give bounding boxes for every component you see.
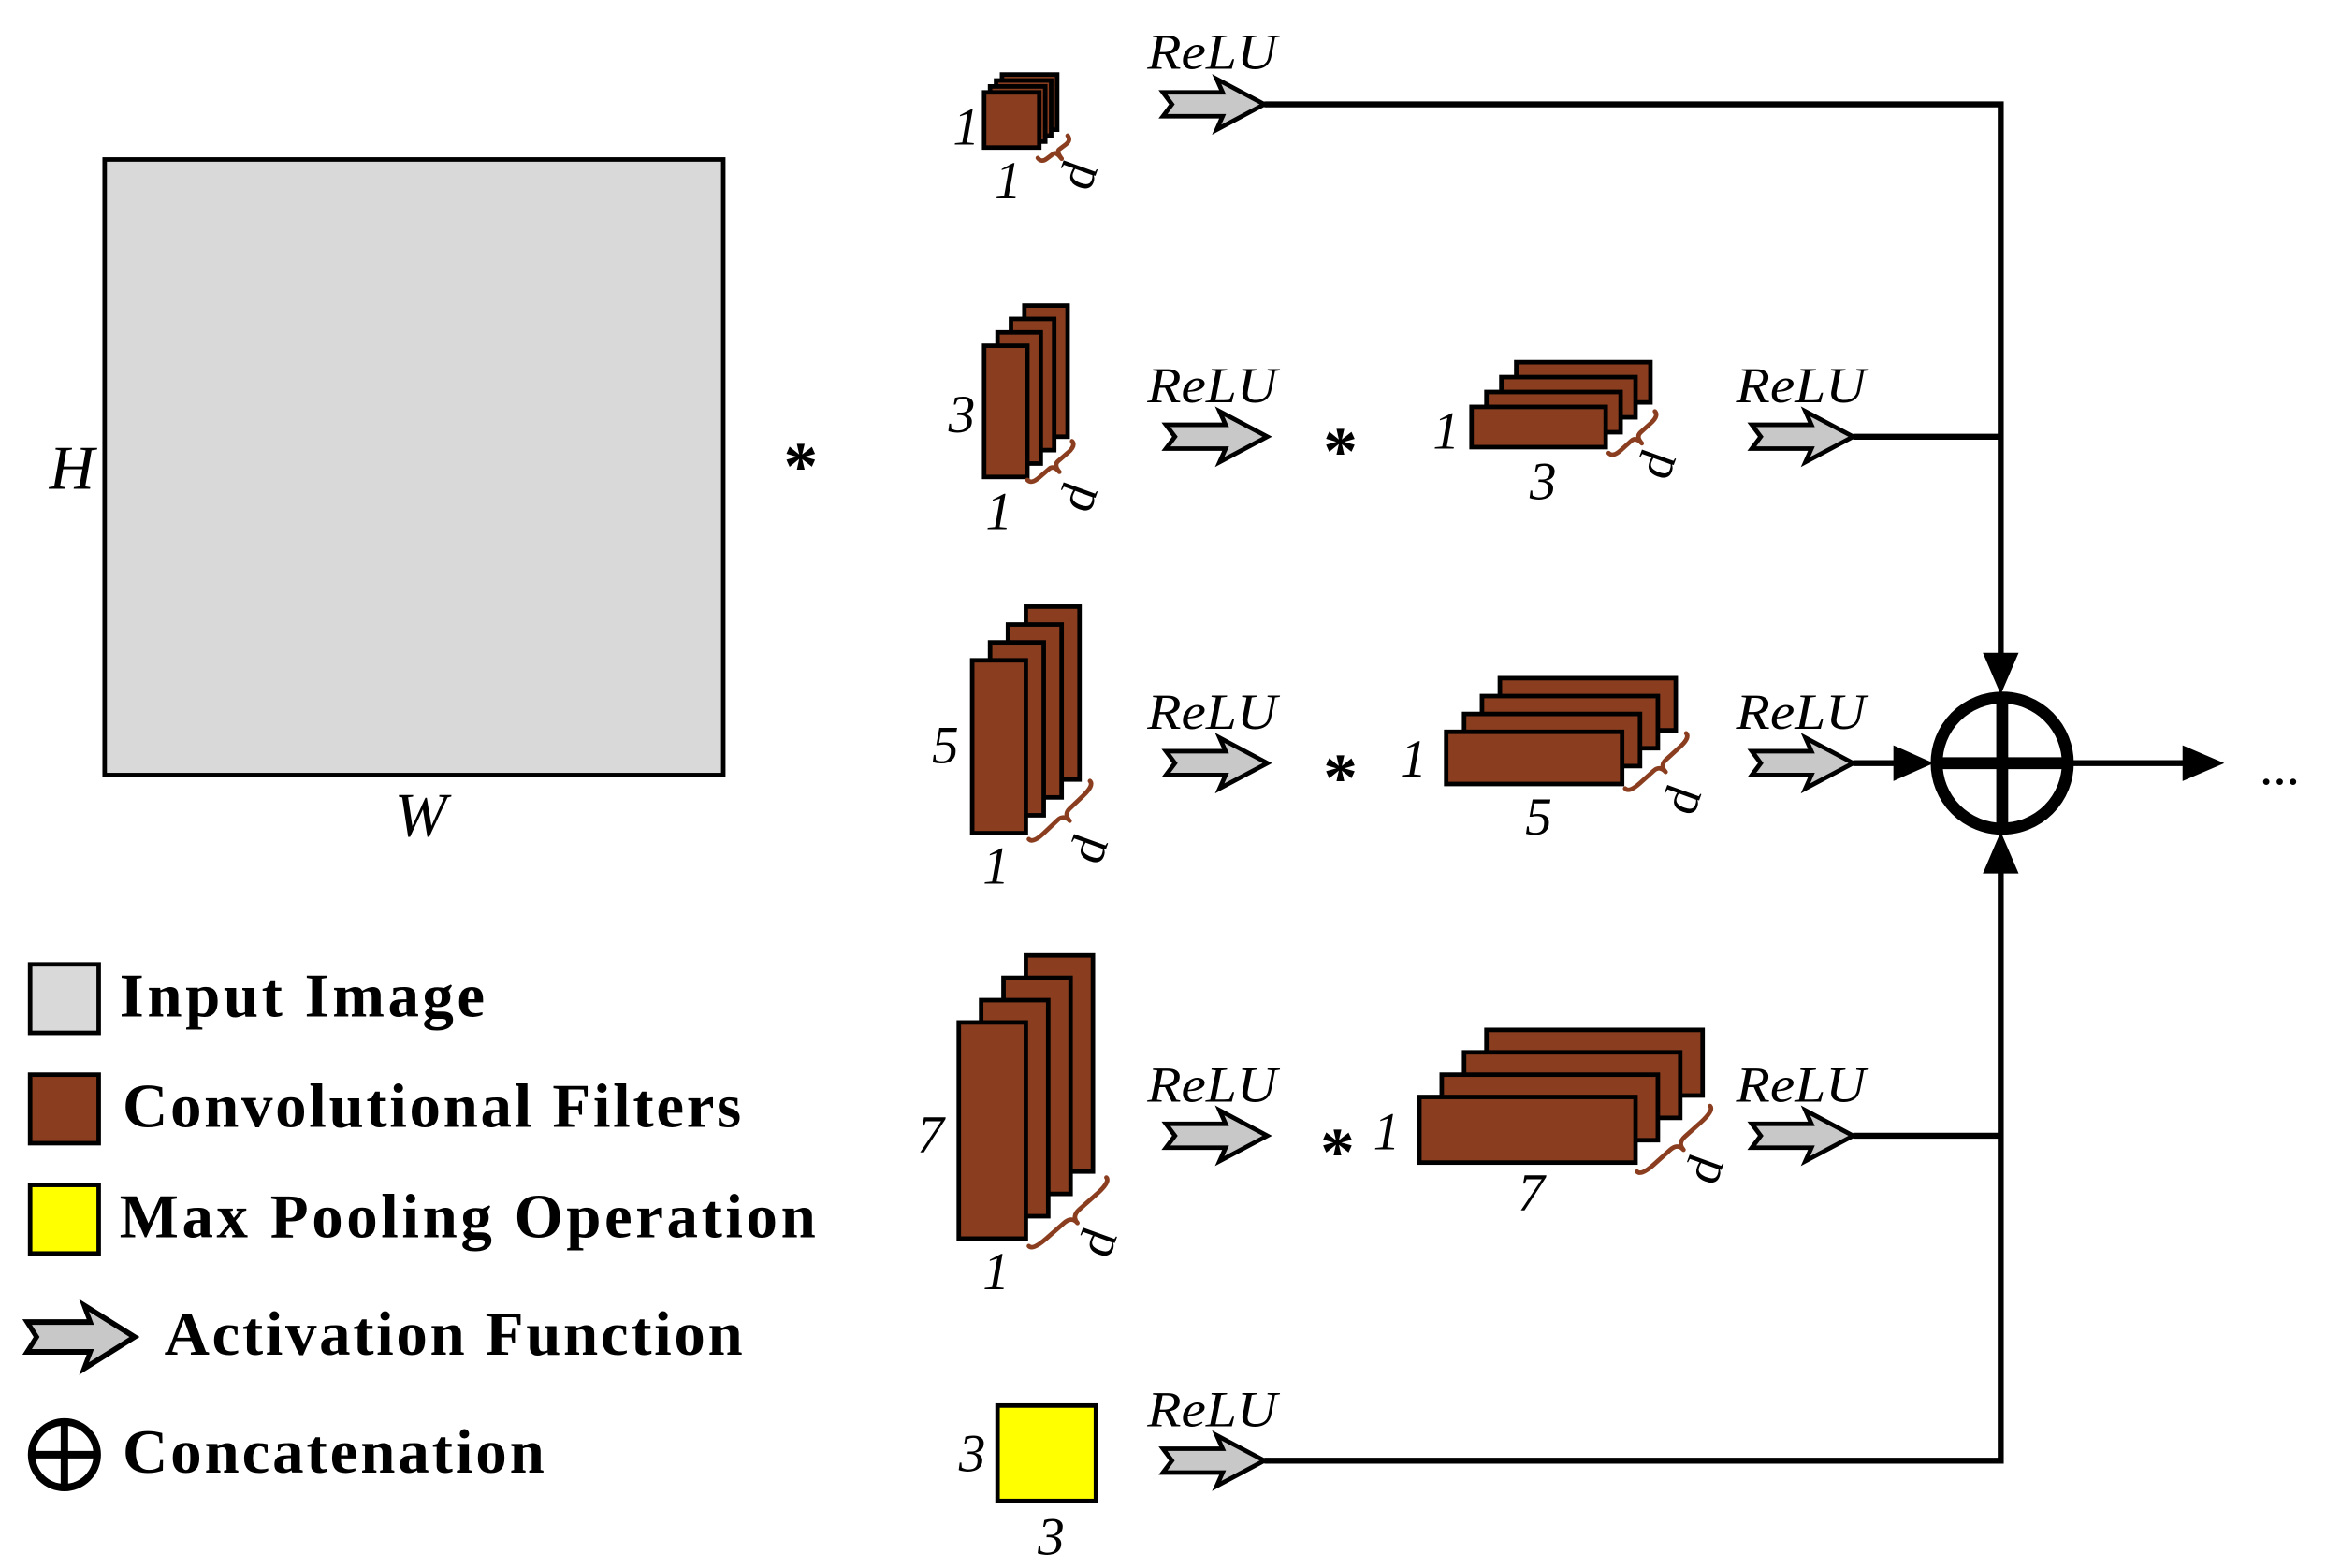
filter-depth-label: d (1625, 443, 1687, 486)
filter-stack-1x3 (1469, 359, 1653, 450)
filter-width-label: 5 (1525, 788, 1552, 847)
filter-width-label: 1 (982, 1242, 1010, 1301)
input-height-label: H (49, 434, 98, 503)
branch-max-pool: 3 3 ReLU (958, 831, 2019, 1567)
filter-stack-5x1 (969, 604, 1083, 835)
branch-3x1-1x3: 3 1 d ReLU * 1 3 d ReLU (948, 303, 2001, 542)
branch-5x1-1x5: 5 1 d ReLU * 1 5 d ReLU (932, 604, 1934, 896)
concatenation-node (1930, 691, 2074, 835)
depth-brace (1026, 1175, 1110, 1250)
filter-height-label: 5 (932, 717, 959, 776)
depth-brace (1606, 409, 1659, 457)
activation-arrow-icon (1747, 1105, 1858, 1167)
pool-width-label: 3 (1037, 1508, 1065, 1567)
activation-arrow-icon (1158, 74, 1270, 135)
filter-layer (1417, 1095, 1638, 1166)
connection-line (1264, 101, 2004, 656)
filter-width-label: 7 (1518, 1164, 1547, 1223)
filter-layer (981, 343, 1030, 480)
legend: Input Image Convolutional Filters Max Po… (22, 962, 816, 1491)
legend-label: Concatenation (123, 1417, 545, 1487)
activation-arrow-icon (1747, 406, 1858, 468)
pool-height-label: 3 (958, 1424, 986, 1483)
filter-layer (969, 658, 1028, 835)
legend-label: Input Image (120, 962, 485, 1031)
depth-brace (1026, 778, 1094, 843)
filter-depth-label: d (1047, 475, 1109, 518)
depth-brace (1025, 439, 1076, 485)
brown-square-icon (27, 1072, 101, 1146)
input-image-box (102, 157, 726, 777)
activation-label: ReLU (1146, 23, 1281, 80)
arrowhead-icon (2182, 745, 2225, 781)
max-pool-block (995, 1402, 1098, 1503)
convolution-operator: * (1323, 740, 1358, 816)
filter-width-label: 1 (982, 837, 1010, 896)
filter-depth-label: d (1673, 1148, 1735, 1191)
filter-height-label: 1 (1400, 730, 1427, 789)
circle-plus-icon (27, 1417, 101, 1491)
gray-square-icon (27, 962, 101, 1036)
activation-label: ReLU (1146, 357, 1281, 414)
filter-width-label: 3 (1529, 453, 1557, 512)
filter-layer (1444, 729, 1625, 787)
filter-height-label: 3 (948, 385, 976, 444)
filter-stack-3x1 (981, 303, 1070, 480)
activation-label: ReLU (1735, 1056, 1869, 1112)
filter-depth-label: d (1067, 1221, 1128, 1264)
legend-label: Activation Function (165, 1299, 743, 1369)
filter-height-label: 7 (917, 1106, 946, 1165)
convolution-operator: * (1323, 414, 1358, 489)
filter-layer (956, 1020, 1028, 1241)
filter-height-label: 1 (952, 98, 980, 157)
activation-arrow-icon (1747, 733, 1858, 794)
depth-brace (1035, 133, 1071, 164)
filter-height-label: 1 (1432, 402, 1460, 461)
depth-brace (1622, 731, 1690, 792)
input-image: H W (49, 157, 726, 850)
filter-layer (1469, 404, 1608, 450)
filter-stack-7x1 (956, 952, 1096, 1241)
activation-label: ReLU (1735, 357, 1869, 414)
filter-height-label: 1 (1374, 1102, 1401, 1161)
activation-label: ReLU (1735, 684, 1869, 740)
activation-arrow-icon (1161, 733, 1272, 794)
filter-depth-label: d (1047, 153, 1109, 196)
convolution-operator: * (1320, 1113, 1355, 1189)
output-continuation: ... (2261, 737, 2301, 796)
convolution-operator: * (784, 428, 819, 504)
depth-brace (1635, 1103, 1714, 1175)
filter-width-label: 1 (985, 483, 1012, 542)
branch-1x1: 1 1 d ReLU (952, 23, 2019, 695)
activation-label: ReLU (1146, 684, 1281, 740)
connection-line (1264, 870, 2004, 1464)
branch-7x1-1x7: 7 1 d ReLU * 1 7 d ReLU (917, 952, 2001, 1301)
activation-label: ReLU (1146, 1382, 1281, 1438)
filter-depth-label: d (1057, 827, 1119, 870)
arrowhead-icon (1983, 831, 2019, 874)
filter-stack-1x5 (1444, 675, 1679, 787)
filter-layer (981, 90, 1042, 151)
yellow-square-icon (27, 1183, 101, 1256)
activation-label: ReLU (1146, 1056, 1281, 1112)
filter-stack-1x7 (1417, 1027, 1706, 1166)
arrowhead-icon (1983, 652, 2019, 695)
activation-arrow-icon (1158, 1430, 1270, 1491)
activation-arrow-icon (1161, 1105, 1272, 1167)
input-width-label: W (395, 781, 452, 850)
arrowhead-icon (1893, 745, 1934, 781)
filter-stack-1x1 (981, 72, 1060, 151)
legend-label: Max Pooling Operation (120, 1182, 816, 1251)
filter-width-label: 1 (995, 152, 1022, 211)
block-arrow-icon (22, 1299, 140, 1375)
activation-arrow-icon (1161, 406, 1272, 468)
legend-label: Convolutional Filters (123, 1071, 741, 1140)
filter-depth-label: d (1650, 778, 1712, 821)
